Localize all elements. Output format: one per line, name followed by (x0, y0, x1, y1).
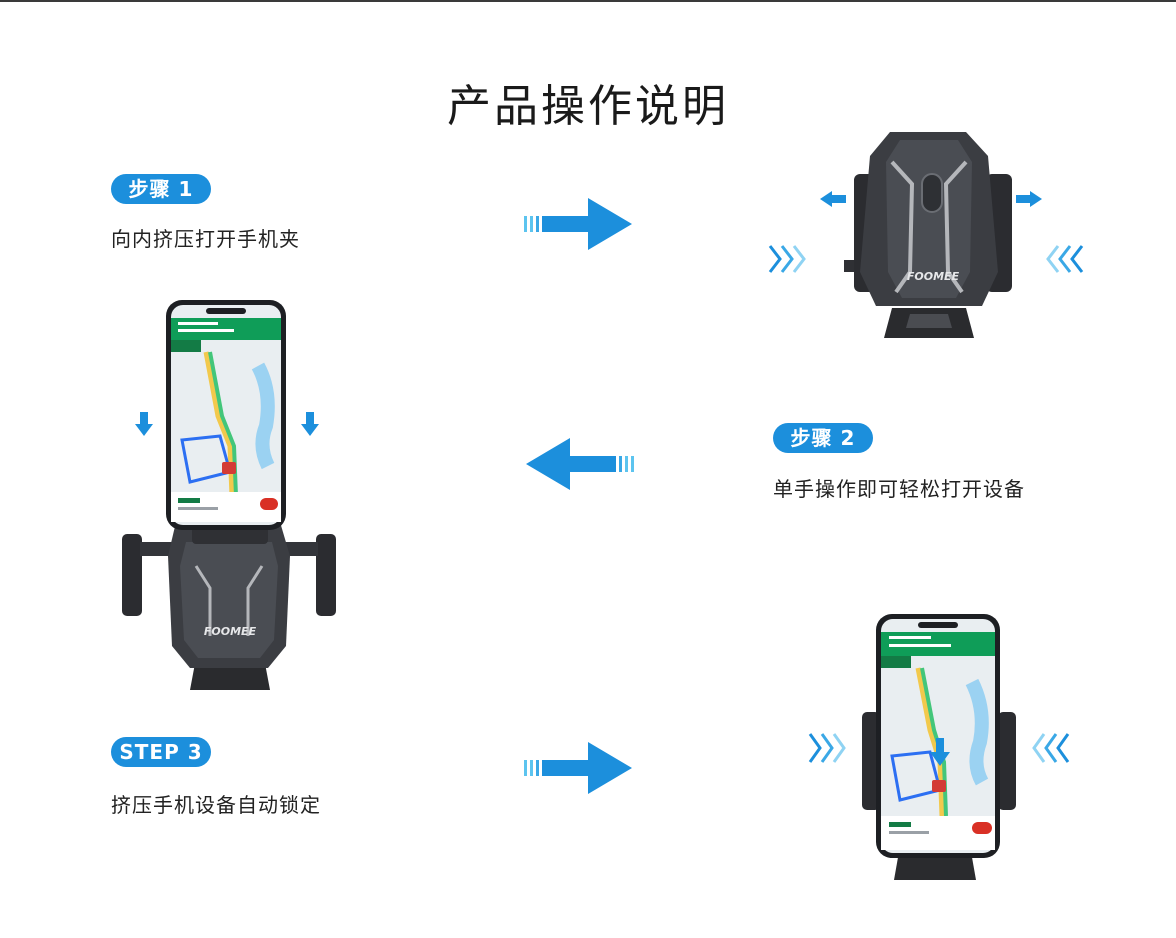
holder-with-phone-image: FOOMEE (122, 300, 336, 690)
holder-open-image: FOOMEE (768, 132, 1084, 338)
step-2-badge: 步骤 2 (773, 423, 873, 453)
move-left-arrow-icon (820, 191, 846, 207)
lock-down-arrow-icon (930, 738, 950, 766)
flow-arrow-right-2-icon (524, 742, 632, 794)
squeeze-in-chevrons-left-icon (808, 733, 846, 763)
holder-locked-image (808, 614, 1070, 880)
flow-arrow-left-icon (526, 438, 634, 490)
squeeze-in-chevrons-right-icon (1046, 245, 1084, 273)
flow-arrow-right-1-icon (524, 198, 632, 250)
move-right-arrow-icon (1016, 191, 1042, 207)
down-arrow-right-icon (301, 412, 319, 436)
step-3-description: 挤压手机设备自动锁定 (111, 793, 321, 817)
step-1-badge: 步骤 1 (111, 174, 211, 204)
squeeze-in-chevrons-left-icon (768, 245, 806, 273)
top-border (0, 0, 1176, 2)
page-title: 产品操作说明 (447, 81, 729, 132)
step-3-badge: STEP 3 (111, 737, 211, 767)
brand-logo: FOOMEE (907, 270, 960, 283)
step-1-description: 向内挤压打开手机夹 (111, 227, 300, 251)
step-2-description: 单手操作即可轻松打开设备 (773, 477, 1025, 501)
down-arrow-left-icon (135, 412, 153, 436)
squeeze-in-chevrons-right-icon (1032, 733, 1070, 763)
brand-logo: FOOMEE (204, 625, 257, 638)
